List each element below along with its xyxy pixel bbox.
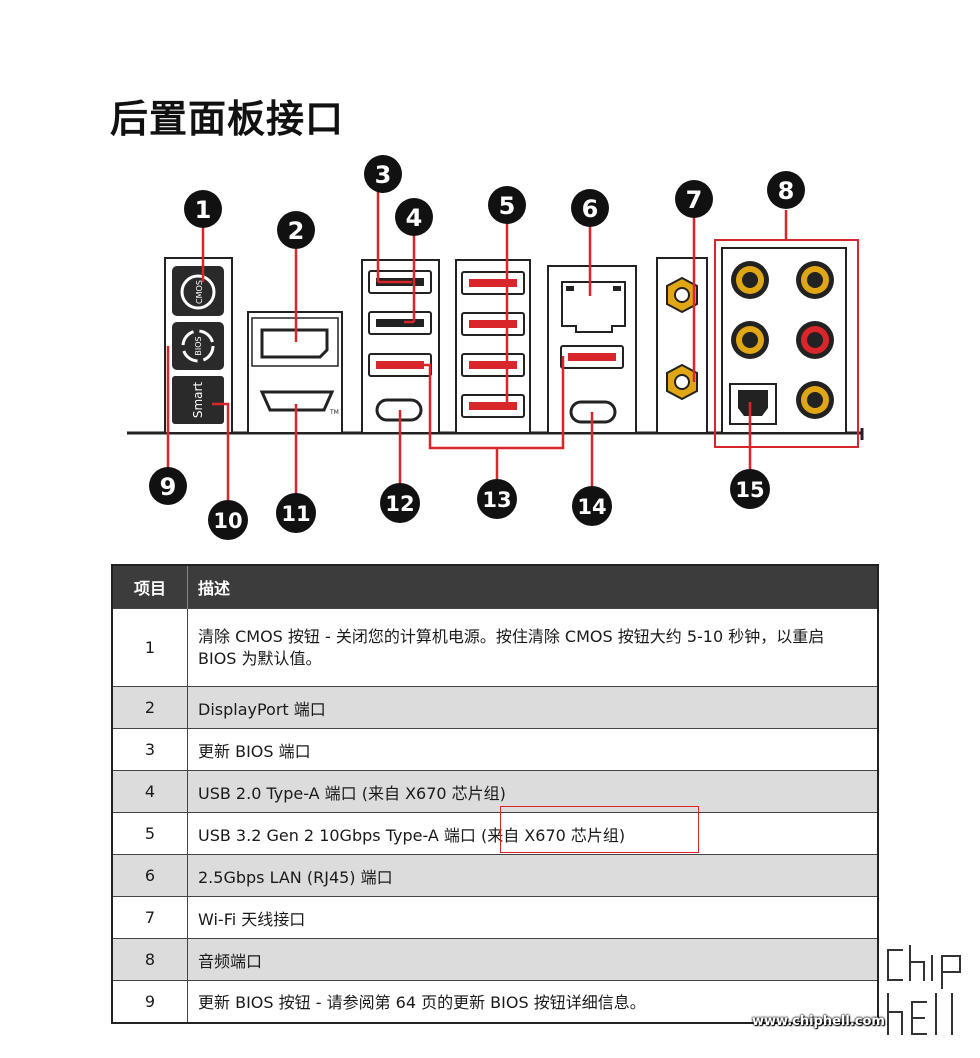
table-row: 5 USB 3.2 Gen 2 10Gbps Type-A 端口 (来自 X67… — [112, 812, 879, 855]
callout-9: 9 — [149, 467, 187, 505]
table-row: 8 音频端口 — [112, 938, 879, 981]
table-row: 3 更新 BIOS 端口 — [112, 728, 879, 771]
wifi-panel — [656, 257, 708, 434]
callout-13: 13 — [477, 479, 517, 519]
row-number: 4 — [112, 770, 188, 813]
audio-panel — [714, 239, 859, 448]
row-number: 2 — [112, 686, 188, 729]
svg-text:15: 15 — [735, 478, 764, 502]
row-number: 7 — [112, 896, 188, 939]
row-number: 5 — [112, 812, 188, 855]
callout-8: 8 — [767, 171, 805, 209]
row-description: 更新 BIOS 按钮 - 请参阅第 64 页的更新 BIOS 按钮详细信息。 — [187, 980, 879, 1023]
hdmi-tm-label: TM — [329, 409, 339, 416]
table-row: 9 更新 BIOS 按钮 - 请参阅第 64 页的更新 BIOS 按钮详细信息。 — [112, 980, 879, 1023]
row-description: 2.5Gbps LAN (RJ45) 端口 — [187, 854, 879, 897]
callout-2: 2 — [277, 211, 315, 249]
svg-text:12: 12 — [385, 492, 414, 516]
row-description: 更新 BIOS 端口 — [187, 728, 879, 771]
svg-text:7: 7 — [686, 186, 703, 214]
rear-panel-diagram: CMOS BIOS Smart TM — [127, 155, 864, 540]
svg-text:5: 5 — [499, 192, 516, 220]
svg-text:13: 13 — [482, 488, 511, 512]
svg-text:4: 4 — [406, 204, 423, 232]
callout-4: 4 — [395, 198, 433, 236]
svg-text:9: 9 — [160, 473, 177, 501]
row-number: 8 — [112, 938, 188, 981]
svg-text:3: 3 — [375, 161, 392, 189]
port-description-table: 项目 描述 1 清除 CMOS 按钮 - 关闭您的计算机电源。按住清除 CMOS… — [111, 564, 879, 1024]
row-description: USB 3.2 Gen 2 10Gbps Type-A 端口 (来自 X670 … — [187, 812, 879, 855]
svg-text:6: 6 — [582, 195, 599, 223]
callout-3: 3 — [364, 155, 402, 193]
usb-panel-2 — [455, 259, 531, 434]
svg-text:11: 11 — [281, 502, 310, 526]
button-panel: CMOS BIOS Smart — [164, 257, 233, 434]
column-header-description: 描述 — [187, 565, 879, 609]
cmos-button-label: CMOS — [195, 280, 204, 304]
row-description: Wi-Fi 天线接口 — [187, 896, 879, 939]
column-header-item: 项目 — [112, 565, 188, 609]
table-row: 6 2.5Gbps LAN (RJ45) 端口 — [112, 854, 879, 897]
svg-text:8: 8 — [778, 177, 795, 205]
callout-5: 5 — [488, 186, 526, 224]
svg-text:14: 14 — [577, 495, 606, 519]
callout-14: 14 — [572, 486, 612, 526]
table-row: 2 DisplayPort 端口 — [112, 686, 879, 729]
svg-text:10: 10 — [213, 509, 242, 533]
svg-text:2: 2 — [288, 217, 305, 245]
chiphell-watermark-logo — [884, 942, 964, 1038]
callout-badges: 1 2 3 4 5 6 7 8 9 10 11 12 13 14 15 — [149, 155, 805, 540]
table-row: 4 USB 2.0 Type-A 端口 (来自 X670 芯片组) — [112, 770, 879, 813]
page-title: 后置面板接口 — [110, 97, 345, 141]
smart-button-label: Smart — [191, 382, 205, 419]
callout-15: 15 — [730, 469, 770, 509]
table-row: 7 Wi-Fi 天线接口 — [112, 896, 879, 939]
usb-panel-1 — [361, 259, 440, 434]
lan-panel — [547, 265, 637, 434]
bios-button-label: BIOS — [194, 336, 203, 355]
highlight-box — [500, 806, 699, 853]
callout-11: 11 — [276, 493, 316, 533]
callout-7: 7 — [675, 180, 713, 218]
callout-6: 6 — [571, 189, 609, 227]
leader-lines — [166, 185, 788, 508]
svg-text:1: 1 — [195, 196, 212, 224]
table-header-row: 项目 描述 — [112, 565, 879, 609]
row-description: USB 2.0 Type-A 端口 (来自 X670 芯片组) — [187, 770, 879, 813]
callout-12: 12 — [380, 483, 420, 523]
row-number: 9 — [112, 980, 188, 1023]
watermark-url: www.chiphell.com — [752, 1014, 885, 1029]
row-description: DisplayPort 端口 — [187, 686, 879, 729]
callout-10: 10 — [208, 500, 248, 540]
row-description: 清除 CMOS 按钮 - 关闭您的计算机电源。按住清除 CMOS 按钮大约 5-… — [187, 608, 879, 687]
row-number: 1 — [112, 608, 188, 687]
row-number: 6 — [112, 854, 188, 897]
row-description: 音频端口 — [187, 938, 879, 981]
row-number: 3 — [112, 728, 188, 771]
callout-1: 1 — [184, 190, 222, 228]
table-row: 1 清除 CMOS 按钮 - 关闭您的计算机电源。按住清除 CMOS 按钮大约 … — [112, 608, 879, 687]
